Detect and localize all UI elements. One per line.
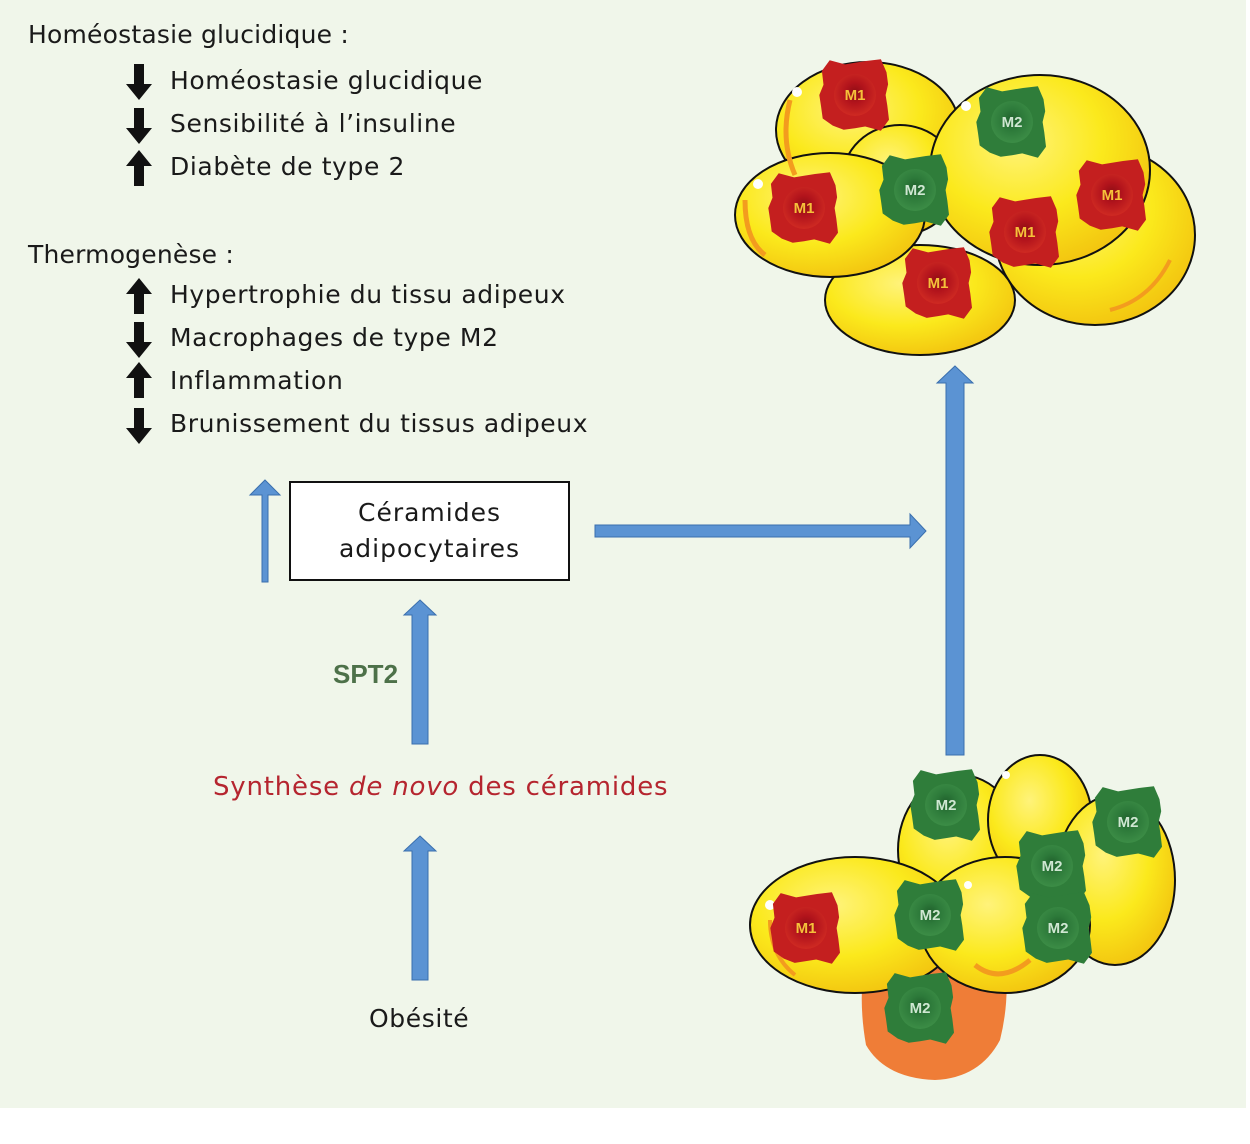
thermogenesis-item-label: Brunissement du tissus adipeux [170,409,589,438]
macrophage-m2: M2 [1092,786,1162,858]
synthesis-text-before: Synthèse [213,772,350,802]
macrophage-label: M2 [920,907,941,924]
glucose-item-label: Homéostasie glucidique [170,66,484,95]
synthesis-text-italic: de novo [349,772,460,802]
macrophage-nucleus [1107,801,1149,843]
glucose-item-label: Sensibilité à l’insuline [170,109,457,138]
macrophage-nucleus [785,907,827,949]
macrophage-label: M1 [928,275,949,292]
synthesis-label: Synthèse de novo des céramides [213,772,668,802]
macrophage-m2: M2 [884,972,954,1044]
macrophage-nucleus [1004,211,1046,253]
macrophage-m2: M2 [976,86,1046,158]
spt2-up-arrow [402,599,438,745]
macrophage-label: M2 [936,797,957,814]
macrophage-nucleus [894,169,936,211]
thermogenesis-item-label: Hypertrophie du tissu adipeux [170,280,566,309]
ceramides-box: Céramides adipocytaires [289,481,570,581]
macrophage-nucleus [991,101,1033,143]
synthesis-text-after: des céramides [459,772,669,802]
obesity-up-arrow [402,835,438,981]
macrophage-label: M2 [1002,114,1023,131]
macrophage-label: M2 [905,182,926,199]
macrophage-label: M1 [1102,187,1123,204]
macrophage-label: M1 [794,200,815,217]
arrow-down-icon [125,106,153,146]
macrophage-label: M2 [910,1000,931,1017]
ceramides-line2: adipocytaires [338,534,521,563]
macrophage-nucleus [899,987,941,1029]
glucose-heading: Homéostasie glucidique : [28,20,349,49]
macrophage-nucleus [909,894,951,936]
thermogenesis-heading: Thermogenèse : [28,240,235,269]
macrophage-label: M2 [1042,858,1063,875]
macrophage-nucleus [925,784,967,826]
macrophage-m2: M2 [1022,892,1092,964]
ceramides-line1: Céramides [357,498,501,527]
long-up-arrow [935,365,975,756]
macrophage-nucleus [1037,907,1079,949]
arrow-down-icon [125,62,153,102]
macrophage-m1: M1 [768,172,838,244]
arrow-up-icon [125,276,153,316]
thermogenesis-item-label: Inflammation [170,366,344,395]
macrophage-m1: M1 [819,59,889,131]
right-arrow-to-hypertrophy [594,512,927,550]
flow-arrows [248,365,975,981]
thin-up-arrow [248,479,282,583]
arrow-down-icon [125,406,153,446]
macrophage-m2: M2 [1016,830,1086,902]
macrophage-label: M1 [1015,224,1036,241]
macrophage-m1: M1 [1076,159,1146,231]
macrophage-nucleus [834,74,876,116]
macrophage-label: M2 [1118,814,1139,831]
macrophage-nucleus [1031,845,1073,887]
macrophage-m1: M1 [770,892,840,964]
macrophage-m2: M2 [879,154,949,226]
macrophage-nucleus [1091,174,1133,216]
macrophage-m1: M1 [902,247,972,319]
macrophage-m1: M1 [989,196,1059,268]
macrophage-label: M1 [796,920,817,937]
thermogenesis-item-label: Macrophages de type M2 [170,323,499,352]
spt2-label: SPT2 [333,659,399,689]
arrow-up-icon [125,360,153,400]
figure-panel: Homéostasie glucidique : Homéostasie glu… [0,0,1246,1108]
macrophage-m2: M2 [894,879,964,951]
arrow-up-icon [125,148,153,188]
arrow-down-icon [125,320,153,360]
macrophage-m2: M2 [910,769,980,841]
glucose-item-label: Diabète de type 2 [170,152,405,181]
obesity-label: Obésité [369,1004,470,1033]
macrophage-nucleus [917,262,959,304]
macrophage-label: M1 [845,87,866,104]
macrophage-label: M2 [1048,920,1069,937]
macrophage-nucleus [783,187,825,229]
